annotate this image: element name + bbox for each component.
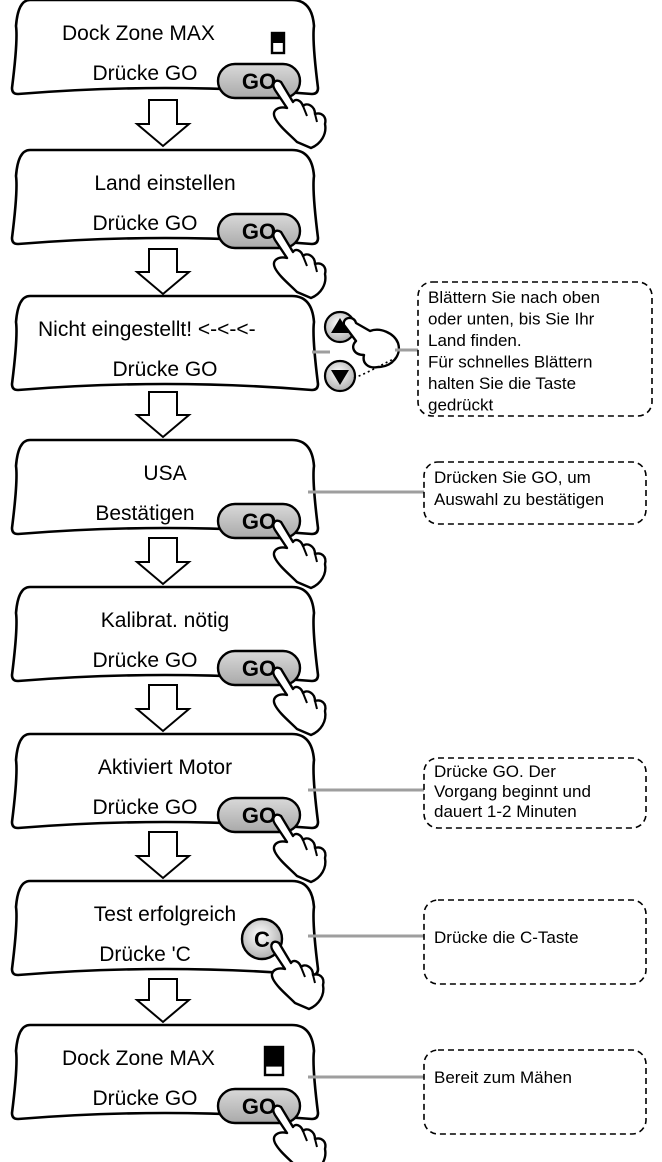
note-line: oder unten, bis Sie Ihr xyxy=(428,310,595,329)
note-box xyxy=(423,757,647,829)
note-line: Bereit zum Mähen xyxy=(434,1068,572,1087)
screen-line-2: Drücke 'C xyxy=(99,943,191,966)
display-screen xyxy=(10,879,320,977)
step-8: Dock Zone MAX Drücke GO GO Bereit zum Mähen xyxy=(10,1023,647,1162)
screen-line-2: Drücke GO xyxy=(112,358,217,381)
hand-knuckle-lines xyxy=(302,255,318,273)
flow-arrow xyxy=(134,978,192,1024)
flow-arrow xyxy=(134,684,192,733)
screen-line-1: USA xyxy=(143,462,186,485)
hand-knuckle-lines xyxy=(302,839,318,857)
note-line: Drücken Sie GO, um xyxy=(434,468,591,487)
note-line: Drücke die C-Taste xyxy=(434,928,579,947)
note-line: gedrückt xyxy=(428,396,493,415)
screen-line-1: Test erfolgreich xyxy=(94,903,236,926)
triangle-up-icon xyxy=(331,318,349,333)
pointing-hand-icon xyxy=(272,666,327,737)
step-3: Nicht eingestellt! <-<-<- Drücke GO Blätte… xyxy=(10,281,653,417)
screen-line-1: Nicht eingestellt! <-<-<- xyxy=(38,318,256,341)
display-screen xyxy=(10,294,320,392)
note-line: Drücke GO. Der xyxy=(434,762,556,781)
screen-line-2: Drücke GO xyxy=(92,1087,197,1110)
note-line: dauert 1-2 Minuten xyxy=(434,802,577,821)
screen-line-1: Dock Zone MAX xyxy=(62,22,215,45)
go-button-label: GO xyxy=(242,803,276,828)
hand-knuckle-lines xyxy=(302,1130,318,1148)
pointing-hand-icon xyxy=(270,940,325,1011)
screen-line-2: Bestätigen xyxy=(95,502,194,525)
note-box xyxy=(417,281,653,417)
screen-line-1: Dock Zone MAX xyxy=(62,1047,215,1070)
note-line: halten Sie die Taste xyxy=(428,374,576,393)
screen-line-1: Land einstellen xyxy=(94,172,235,195)
flow-arrow xyxy=(134,248,192,296)
pointing-hand-icon xyxy=(272,519,327,590)
step-1: Dock Zone MAX Drücke GO GO xyxy=(10,0,327,150)
note-box xyxy=(423,899,647,985)
note-line: Vorgang beginnt und xyxy=(434,782,591,801)
hand-knuckle-lines xyxy=(302,105,318,123)
step-4: USA Bestätigen GO Drücken Sie GO, um Auswahl… xyxy=(10,438,647,590)
pointing-hand-icon xyxy=(272,79,327,150)
screen-line-2: Drücke GO xyxy=(92,796,197,819)
screen-line-2: Drücke GO xyxy=(92,212,197,235)
screen-line-2: Drücke GO xyxy=(92,62,197,85)
note-line: Blättern Sie nach oben xyxy=(428,288,600,307)
flow-arrow xyxy=(134,99,192,148)
screen-line-2: Drücke GO xyxy=(92,649,197,672)
note-line: Auswahl zu bestätigen xyxy=(434,490,604,509)
battery-level xyxy=(272,33,284,43)
screen-line-1: Kalibrat. nötig xyxy=(101,609,229,632)
battery-level xyxy=(265,1047,283,1067)
go-button-label: GO xyxy=(242,1094,276,1119)
go-button-label: GO xyxy=(242,69,276,94)
pointing-hand-icon xyxy=(342,316,401,369)
note-line: Für schnelles Blättern xyxy=(428,353,592,372)
hand-knuckle-lines xyxy=(302,692,318,710)
screen-line-1: Aktiviert Motor xyxy=(98,756,232,779)
hand-knuckle-lines xyxy=(300,966,316,984)
go-button-label: GO xyxy=(242,219,276,244)
note-box xyxy=(423,461,647,525)
flow-arrow xyxy=(134,537,192,586)
pointing-hand-icon xyxy=(272,229,327,300)
c-button-label: C xyxy=(254,927,270,952)
note-line: Land finden. xyxy=(428,331,522,350)
flow-arrow xyxy=(134,831,192,880)
scroll-hint-dotted-line xyxy=(353,356,399,379)
pointing-hand-icon xyxy=(272,813,327,884)
flow-arrow xyxy=(134,391,192,439)
go-button-label: GO xyxy=(242,656,276,681)
hand-knuckle-lines xyxy=(302,545,318,563)
pointing-hand-icon xyxy=(272,1104,327,1162)
go-button-label: GO xyxy=(242,509,276,534)
note-box xyxy=(423,1049,647,1135)
triangle-down-icon xyxy=(331,370,349,385)
